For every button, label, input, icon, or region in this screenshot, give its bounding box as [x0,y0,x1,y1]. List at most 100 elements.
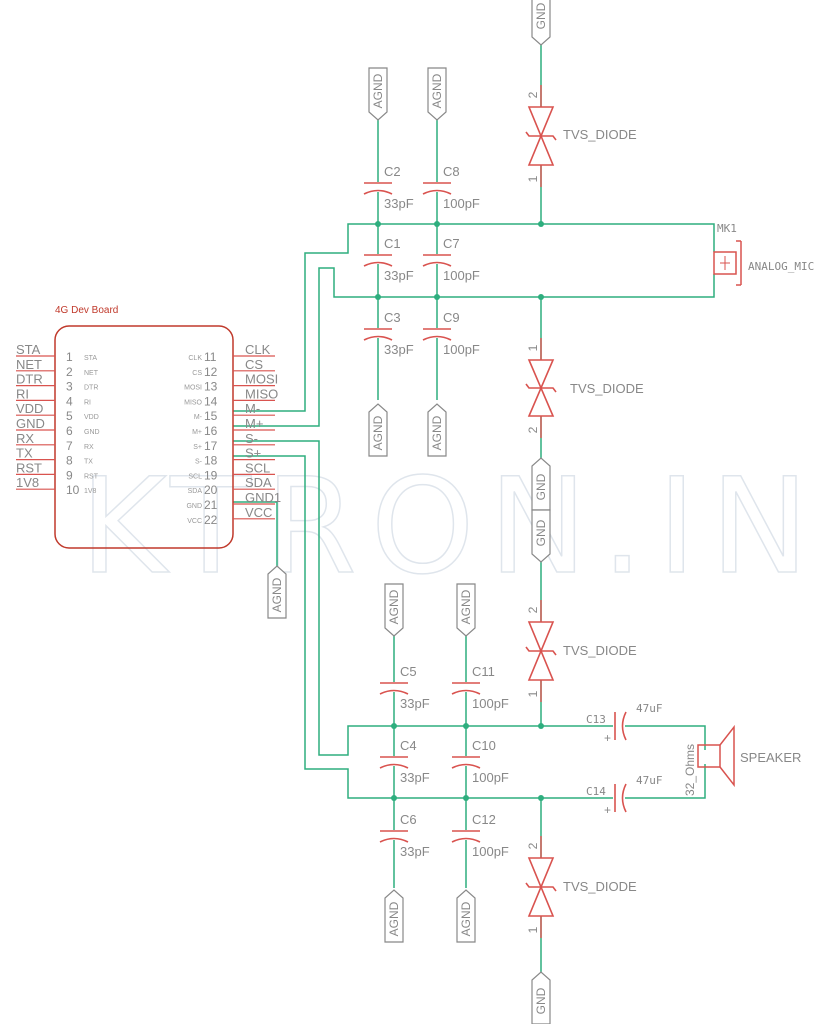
cap-value: 47uF [636,774,663,787]
gnd-flag: GND [531,971,551,1024]
pin-label: SDA [245,475,272,490]
pin-label: S- [245,431,258,446]
tvs-label: TVS_DIODE [563,127,637,142]
cap-name: C4 [400,738,417,753]
gnd-flag: GND [531,509,551,563]
flag-label: AGND [430,73,444,108]
cap-gap [452,830,480,840]
gnd-flag: GND [531,457,551,511]
flag-shape [427,403,447,457]
cap-value: 33pF [400,770,430,785]
tvs-pin-number: 2 [526,842,540,849]
cap-gap [423,254,451,264]
pin-number: 18 [204,454,218,468]
tvs-label: TVS_DIODE [570,381,644,396]
pin-label: DTR [16,372,43,387]
board-right-pin: M+16M+ [192,416,275,438]
cap-name: C5 [400,664,417,679]
cap-value: 33pF [400,844,430,859]
cap-name: C9 [443,310,460,325]
junctions [375,221,544,801]
cap-gap [380,830,408,840]
pin-label: S+ [245,446,261,461]
cap-plate-curved [422,335,452,341]
tvs-bar [525,646,557,656]
pin-inner-label: MOSI [184,385,202,392]
pin-inner-label: RI [84,399,91,406]
cap-value: 47uF [636,702,663,715]
capacitor-c9: C9 100pF [422,310,480,357]
mic-value: ANALOG_MIC [748,260,814,273]
tvs-pin-number: 1 [526,926,540,933]
pin-number: 21 [204,498,218,512]
cap-gap [364,254,392,264]
pin-inner-label: VDD [84,414,99,421]
cap-name: C14 [586,785,606,798]
tvs-diode-d2: TVS_DIODE 1 2 [525,338,644,438]
cap-gap [364,328,392,338]
cap-gap [423,328,451,338]
cap-gap [613,784,625,812]
pin-number: 6 [66,424,73,438]
board-right-pin: S-17S+ [193,431,275,453]
pin-number: 4 [66,394,73,408]
pin-number: 7 [66,439,73,453]
agnd-flag: AGND [456,889,476,943]
capacitor-c4: C4 33pF [379,738,430,785]
pin-inner-label: GND [186,503,202,510]
flag-shape [368,67,388,121]
pin-inner-label: M+ [192,429,202,436]
tvs-bar [525,131,557,141]
pin-inner-label: S+ [193,444,202,451]
tvs-pin-number: 1 [526,344,540,351]
pin-label: RX [16,431,34,446]
pin-number: 9 [66,468,73,482]
cap-value: 100pF [472,770,509,785]
agnd-flag: AGND [267,565,287,619]
cap-plate-curved [363,261,393,267]
pin-inner-label: VCC [187,518,202,525]
cap-gap [452,682,480,692]
flag-label: GND [534,519,548,546]
cap-name: C12 [472,812,496,827]
tvs-pin-number: 2 [526,426,540,433]
pin-inner-label: M- [194,414,203,421]
pin-number: 15 [204,409,218,423]
cap-gap [452,756,480,766]
cap-value: 100pF [443,342,480,357]
cap-plate-curved [379,837,409,843]
cap-gap [613,712,625,740]
cap-value: 100pF [443,196,480,211]
pin-number: 20 [204,483,218,497]
pin-inner-label: DTR [84,385,98,392]
agnd-flag: AGND [427,403,447,457]
pin-number: 14 [204,394,218,408]
tvs-pin-number: 1 [526,690,540,697]
wire-gnd1 [233,501,278,566]
cap-value: 100pF [472,696,509,711]
tvs-pin-number: 2 [526,606,540,613]
pin-label: 1V8 [16,475,39,490]
cap-gap [380,756,408,766]
tvs-diodes: TVS_DIODE21TVS_DIODE12TVS_DIODE21TVS_DIO… [525,85,644,938]
flag-shape [531,509,551,563]
pin-number: 22 [204,513,218,527]
speaker-name: SPEAKER [740,750,801,765]
cap-plate-curved [451,837,481,843]
pin-label: GND1 [245,490,281,505]
flag-shape [456,889,476,943]
flag-shape [456,583,476,637]
pin-label: MOSI [245,372,278,387]
agnd-flag: AGND [368,67,388,121]
board-right-pin: S+18S- [195,446,275,468]
